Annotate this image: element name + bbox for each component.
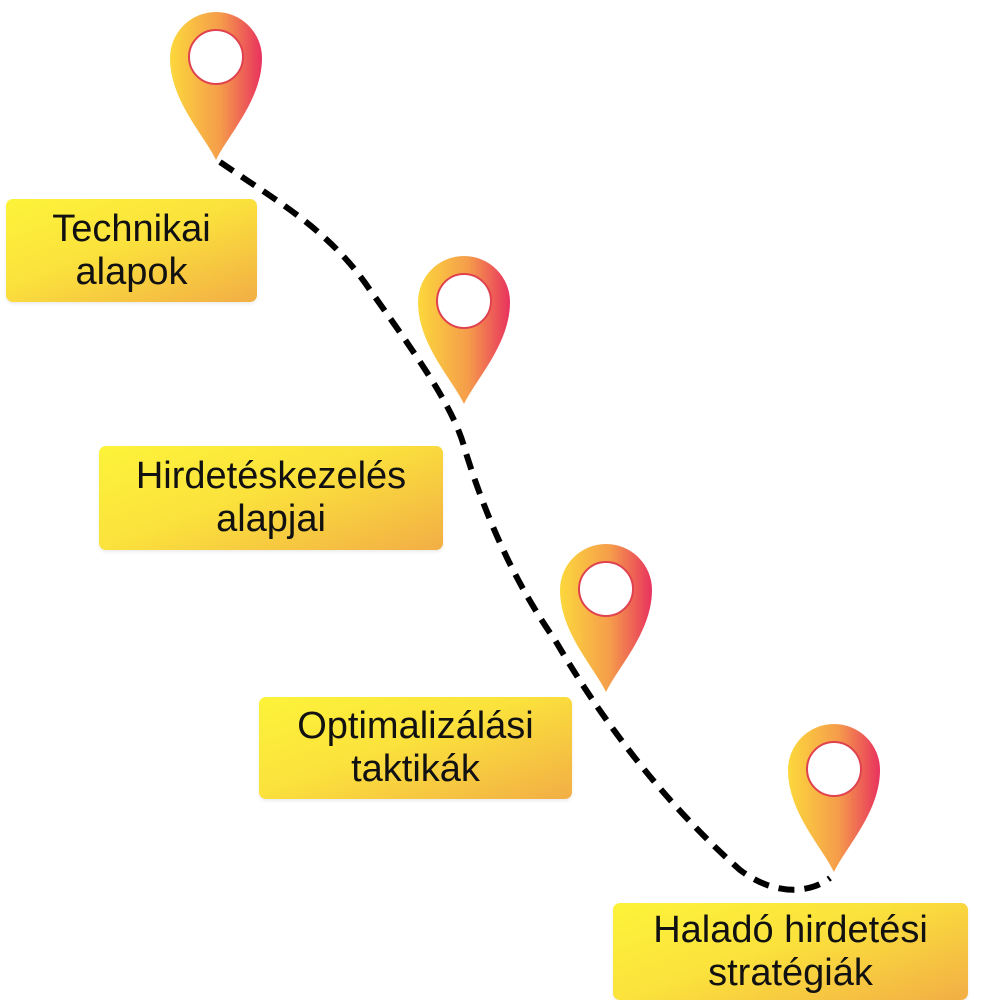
map-pin-icon [558, 542, 654, 694]
step-label-line1: Haladó hirdetési [653, 908, 928, 951]
step-label-optimization-tactics: Optimalizálási taktikák [259, 697, 572, 799]
step-label-ad-management-basics: Hirdetéskezelés alapjai [99, 446, 443, 550]
step-label-line2: taktikák [351, 748, 480, 790]
map-pin-icon [416, 254, 512, 406]
step-label-line2: alapjai [216, 498, 326, 540]
step-label-line2: alapok [75, 250, 188, 293]
step-label-line2: stratégiák [708, 951, 873, 994]
step-label-line1: Hirdetéskezelés [135, 455, 407, 498]
map-pin-icon [168, 10, 264, 162]
step-label-line1: Optimalizálási [297, 705, 534, 748]
step-label-advanced-ad-strategies: Haladó hirdetési stratégiák [613, 903, 968, 1000]
step-label-technical-basics: Technikai alapok [6, 199, 257, 302]
map-pin-icon [786, 722, 882, 874]
step-label-line1: Technikai [52, 207, 211, 250]
